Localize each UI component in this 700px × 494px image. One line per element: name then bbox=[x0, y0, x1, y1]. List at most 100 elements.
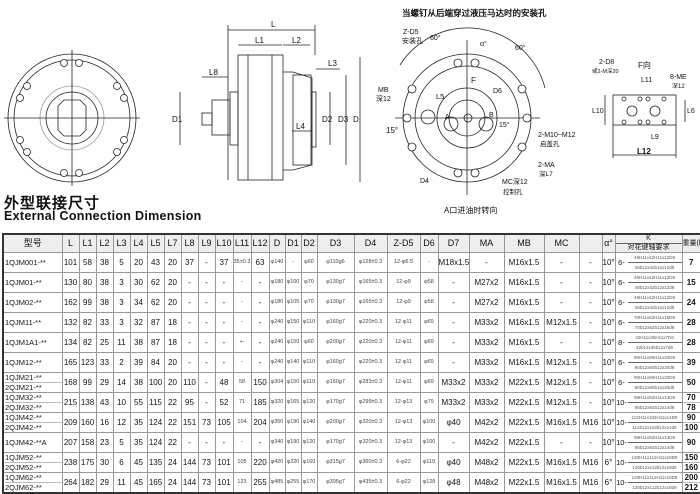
cell-d3: φ200g7 bbox=[317, 333, 354, 353]
label-a: A bbox=[445, 114, 450, 121]
cell-d1: φ190 bbox=[285, 413, 301, 433]
cell-: 10° bbox=[602, 333, 615, 353]
front-view-drawing bbox=[4, 50, 140, 186]
cell-l5: 43 bbox=[147, 253, 164, 273]
cell-blank: M16 bbox=[579, 413, 602, 433]
cell-ma: M42x2 bbox=[469, 433, 504, 453]
cell-l2: 16 bbox=[96, 413, 113, 433]
cell-mc: - bbox=[544, 293, 579, 313]
k-count: 10- bbox=[616, 473, 628, 492]
cell-d3: φ315g7 bbox=[317, 453, 354, 473]
label-m10-note: 启盖孔 bbox=[540, 139, 560, 148]
label-60a: 60° bbox=[430, 34, 441, 42]
cell-d2: φ60 bbox=[301, 333, 317, 353]
cell-d: φ304 bbox=[269, 373, 285, 393]
cell-d6: φ58 bbox=[420, 293, 438, 313]
cell-d1: φ165 bbox=[285, 393, 301, 413]
column-header: D1 bbox=[285, 234, 301, 253]
cell-line: 1QJM42-**A bbox=[5, 438, 62, 447]
cell-d2: φ160 bbox=[301, 453, 317, 473]
k-shaft-spec: 112b12x102b12x14d9 bbox=[628, 423, 682, 432]
cell-l4: 35 bbox=[130, 413, 147, 433]
cell-d2: φ170 bbox=[301, 473, 317, 494]
cell-d4: φ165±0.3 bbox=[354, 293, 387, 313]
cell-l10: - bbox=[215, 273, 233, 293]
cell-line: 1QJM01-** bbox=[5, 278, 62, 287]
cell-d: φ485 bbox=[269, 473, 285, 494]
cell-line: 24 bbox=[683, 298, 700, 307]
cell-d7: M33x2 bbox=[438, 373, 469, 393]
cell-mc: - bbox=[544, 253, 579, 273]
label-l10: L10 bbox=[592, 108, 604, 115]
cell-line: 1QJM21-** bbox=[5, 373, 62, 383]
cell-line: 1QJM62-** bbox=[5, 473, 62, 483]
cell-l9: - bbox=[198, 353, 215, 373]
cell-mc: - bbox=[544, 433, 579, 453]
cell-d: φ140 bbox=[269, 253, 285, 273]
column-header: Z-D5 bbox=[387, 234, 420, 253]
cell-d: φ180 bbox=[269, 293, 285, 313]
cell-blank: - bbox=[579, 373, 602, 393]
cell-l2: 29 bbox=[96, 373, 113, 393]
cell-d6: φ110 bbox=[420, 453, 438, 473]
cell-d1: φ255 bbox=[285, 473, 301, 494]
cell-ma: M33x2 bbox=[469, 313, 504, 333]
cell-ma: M48x2 bbox=[469, 453, 504, 473]
cell-l8: - bbox=[181, 333, 198, 353]
cell-d7: - bbox=[438, 313, 469, 333]
cell-d2: φ70 bbox=[301, 273, 317, 293]
label-f: F bbox=[471, 76, 476, 85]
weight-cell: 7 bbox=[682, 253, 700, 273]
cell-l2: 38 bbox=[96, 273, 113, 293]
cell-l3: 3 bbox=[113, 313, 130, 333]
weight-cell: 28 bbox=[682, 313, 700, 333]
cell-d3: φ160g7 bbox=[317, 373, 354, 393]
cell-l2: 29 bbox=[96, 473, 113, 494]
column-header: L12 bbox=[251, 234, 269, 253]
cell-mc: M12x1.5 bbox=[544, 313, 579, 333]
cell-l5: 124 bbox=[147, 413, 164, 433]
cell-l5: 62 bbox=[147, 293, 164, 313]
cell-line: 2QJM42-** bbox=[5, 423, 62, 432]
cell-zd5: 6-φ22 bbox=[387, 453, 420, 473]
k-hole-spec: 48H11x42H11x12D9 bbox=[628, 293, 682, 303]
cell-d2: φ70 bbox=[301, 293, 317, 313]
cell-l11: 35±0.3 bbox=[233, 253, 251, 273]
cell-ma: M33x2 bbox=[469, 333, 504, 353]
cell-l1: 182 bbox=[79, 473, 96, 494]
cell-mc: M12x1.5 bbox=[544, 373, 579, 393]
cell-l7: 18 bbox=[164, 333, 181, 353]
cell-line: 15 bbox=[683, 278, 700, 287]
cell-l1: 158 bbox=[79, 433, 96, 453]
label-l11: L11 bbox=[641, 77, 652, 84]
column-header: L10 bbox=[215, 234, 233, 253]
cell-l: 207 bbox=[62, 433, 79, 453]
label-L8: L8 bbox=[209, 68, 218, 77]
cell-zd5: 12-φ6.5 bbox=[387, 253, 420, 273]
weight-cell: 28 bbox=[682, 333, 700, 353]
cell-: 10° bbox=[602, 273, 615, 293]
cell-l8: 110 bbox=[181, 373, 198, 393]
cell-zd5: 12-φ11 bbox=[387, 353, 420, 373]
column-header: L4 bbox=[130, 234, 147, 253]
cell-l: 134 bbox=[62, 333, 79, 353]
cell-d1: φ150 bbox=[285, 313, 301, 333]
label-l12: L12 bbox=[637, 147, 651, 156]
cell-d6: φ100 bbox=[420, 413, 438, 433]
cell-l5: 87 bbox=[147, 333, 164, 353]
label-me-note: 深12 bbox=[672, 82, 685, 90]
column-header bbox=[579, 234, 602, 253]
port-view-drawing bbox=[395, 28, 545, 195]
cell-d: φ240 bbox=[269, 313, 285, 333]
cell-l9: - bbox=[198, 273, 215, 293]
cell-d2: φ140 bbox=[301, 413, 317, 433]
cell-d6: φ79 bbox=[420, 393, 438, 413]
cell-d3: φ200g7 bbox=[317, 413, 354, 433]
cell-l8: 95 bbox=[181, 393, 198, 413]
